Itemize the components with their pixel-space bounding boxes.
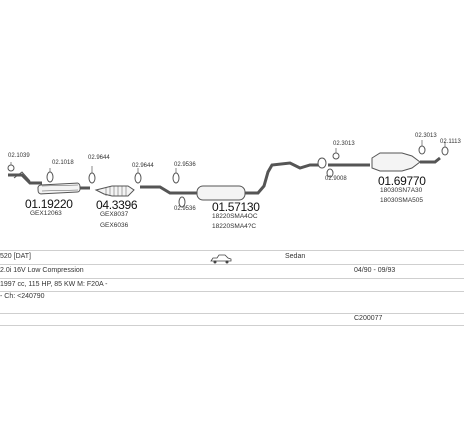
exhaust-system-drawing: [7, 140, 449, 208]
gasket-02-3013-a: [332, 148, 340, 160]
part-number-main: 04.3396: [96, 198, 138, 212]
oem-number: GEX8037: [100, 211, 129, 218]
part-number-small: 02.9536: [174, 206, 196, 212]
vehicle-years: 04/90 - 09/93: [354, 267, 396, 274]
diagram-code: C200077: [354, 315, 383, 322]
clamp-02-1113: [441, 142, 449, 156]
oem-number: 18220SMA4?C: [212, 223, 257, 230]
table-divider: [0, 278, 464, 279]
gasket-02-9644-b: [134, 168, 142, 184]
intermediate-pipe: [140, 185, 185, 195]
vehicle-engine: 2.0i 16V Low Compression: [0, 267, 84, 274]
hanger-02-9008: [317, 157, 334, 178]
vehicle-model: 520 [DAT]: [0, 253, 31, 260]
table-divider: [0, 325, 464, 326]
part-number-small: 02.1039: [8, 153, 30, 159]
gasket-02-9644-a: [88, 166, 96, 184]
table-divider: [0, 313, 464, 314]
gasket-02-3013-b: [418, 140, 426, 155]
vehicle-chassis: - Ch: <240790: [0, 293, 45, 300]
part-number-small: 02.9536: [174, 162, 196, 168]
part-number-small: 02.9008: [325, 176, 347, 182]
oem-number: 18030SMA505: [380, 197, 424, 204]
oem-number: 18030SN7A30: [380, 187, 423, 194]
part-number-main: 01.19220: [25, 197, 73, 211]
part-number-small: 02.9644: [88, 155, 110, 161]
part-number-small: 02.1113: [440, 139, 461, 145]
table-divider: [0, 250, 464, 251]
part-number-small: 02.3013: [415, 133, 437, 139]
oem-number: GEX6036: [100, 222, 129, 229]
vehicle-spec: 1997 cc, 115 HP, 85 KW M: F20A -: [0, 281, 108, 288]
table-divider: [0, 291, 464, 292]
table-divider: [0, 264, 464, 265]
catalytic-converter: [94, 185, 135, 197]
center-silencer: [185, 161, 320, 201]
oem-number: 18220SMA4OC: [212, 213, 258, 220]
front-downpipe: [8, 171, 90, 195]
car-sedan-icon: [210, 254, 232, 264]
oem-number: GEX12063: [30, 210, 62, 217]
rear-silencer: [328, 152, 441, 172]
part-number-main: 01.69770: [378, 174, 426, 188]
part-number-small: 02.9644: [132, 163, 154, 169]
gasket-02-1018: [46, 168, 54, 183]
part-number-small: 02.3013: [333, 141, 355, 147]
vehicle-body: Sedan: [285, 253, 306, 260]
clamp-02-9536: [172, 168, 186, 208]
gasket-02-1039: [7, 162, 15, 172]
part-number-main: 01.57130: [212, 200, 260, 214]
part-number-small: 02.1018: [52, 160, 74, 166]
